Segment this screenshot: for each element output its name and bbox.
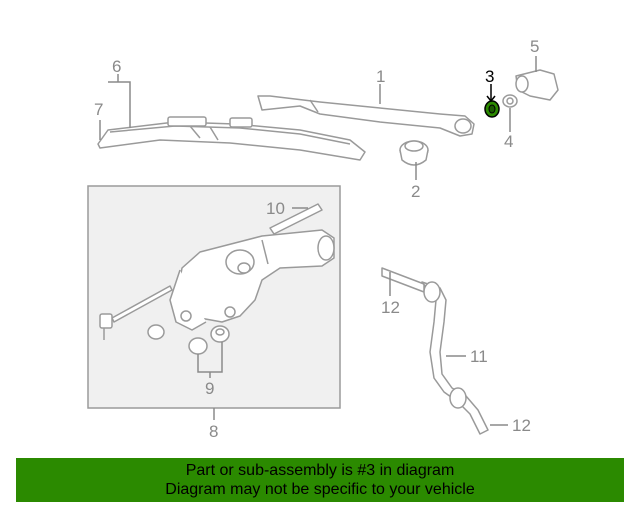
washer [502, 94, 518, 108]
wiper-blade [97, 116, 366, 161]
washer-hose [381, 267, 489, 435]
callout-12-lower: 12 [512, 416, 531, 435]
callout-8: 8 [209, 422, 218, 441]
callout-1: 1 [376, 67, 385, 86]
grommets [147, 324, 230, 355]
callout-3: 3 [485, 67, 494, 86]
callout-4: 4 [504, 132, 513, 151]
arm-cap [399, 140, 429, 166]
banner-line-1: Part or sub-assembly is #3 in diagram [185, 462, 455, 479]
motor-bolt [99, 285, 173, 340]
callout-5: 5 [530, 37, 539, 56]
callout-12-upper: 12 [381, 298, 400, 317]
motor-rod [269, 203, 323, 235]
callout-7: 7 [94, 100, 103, 119]
cover [515, 69, 559, 101]
parts-diagram: 1 2 3 4 5 6 7 8 9 10 11 12 12 [87, 37, 559, 441]
callout-9: 9 [205, 379, 214, 398]
callout-11: 11 [470, 347, 488, 366]
nut-part-3 [484, 100, 500, 118]
leader-lines [99, 56, 537, 426]
callout-10: 10 [266, 199, 285, 218]
info-banner: Part or sub-assembly is #3 in diagram Di… [16, 458, 624, 502]
banner-line-2: Diagram may not be specific to your vehi… [165, 481, 475, 498]
wiper-arm [257, 95, 475, 137]
callout-2: 2 [411, 182, 420, 201]
wiper-motor [169, 229, 335, 331]
callout-6: 6 [112, 57, 121, 76]
